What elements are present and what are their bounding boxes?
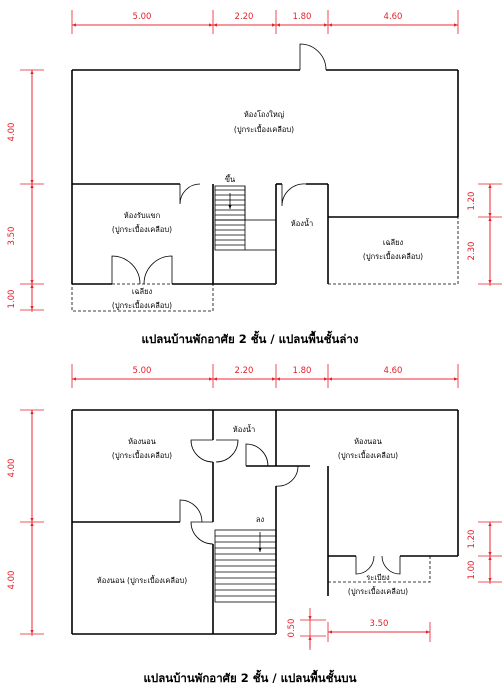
upper-balcony-floor: (ปูกระเบื้องเคลือบ) <box>348 586 408 596</box>
ground-dim-top-2: 2.20 <box>235 12 254 22</box>
ground-top-dimensions: 5.00 2.20 1.80 4.60 <box>71 10 459 34</box>
ground-dim-right-1: 1.20 <box>467 192 477 211</box>
upper-stair-label: ลง <box>256 515 265 524</box>
ground-porch-outline <box>71 283 214 312</box>
ground-dim-left-3: 1.00 <box>7 290 17 309</box>
ground-dim-right-2: 2.30 <box>467 242 477 261</box>
ground-living-name: ห้องโถงใหญ่ <box>244 110 284 119</box>
upper-doors <box>179 439 401 575</box>
upper-balcony-name: ระเบียง <box>366 573 390 582</box>
upper-bed1-name: ห้องนอน <box>128 437 156 446</box>
upper-floor-caption: แปลนบ้านพักอาศัย 2 ชั้น / แปลนพื้นชั้นบน <box>144 669 357 685</box>
upper-top-dimensions: 5.00 2.20 1.80 4.60 <box>71 364 459 388</box>
ground-right-dimensions: 1.20 2.30 <box>467 183 502 286</box>
ground-living-floor: (ปูกระเบื้องเคลือบ) <box>234 124 294 134</box>
ground-guest-floor: (ปูกระเบื้องเคลือบ) <box>112 224 172 234</box>
upper-dim-top-1: 5.00 <box>133 366 152 376</box>
ground-terrace-floor: (ปูกระเบื้องเคลือบ) <box>363 251 423 261</box>
upper-floor-plan: 5.00 2.20 1.80 4.60 4.00 4.00 1.20 1.00 <box>7 364 502 685</box>
upper-bed1-floor: (ปูกระเบื้องเคลือบ) <box>112 450 172 460</box>
upper-left-dimensions: 4.00 4.00 <box>7 409 44 636</box>
upper-dim-right-1: 1.20 <box>467 530 477 549</box>
upper-bed2-name: ห้องนอน <box>354 437 382 446</box>
ground-porch-name: เฉลียง <box>132 287 153 296</box>
ground-porch-floor: (ปูกระเบื้องเคลือบ) <box>112 300 172 310</box>
ground-dim-left-1: 4.00 <box>7 123 17 142</box>
upper-bed2-floor: (ปูกระเบื้องเคลือบ) <box>338 450 398 460</box>
upper-dim-top-3: 1.80 <box>293 366 312 376</box>
ground-dim-top-1: 5.00 <box>133 12 152 22</box>
upper-bath-name: ห้องน้ำ <box>233 424 255 434</box>
upper-dim-bottom-small: 0.50 <box>287 619 297 638</box>
upper-right-dimensions: 1.20 1.00 <box>467 521 502 584</box>
ground-guest-name: ห้องรับแขก <box>124 211 160 220</box>
upper-bottom-dimension: 3.50 <box>327 619 431 642</box>
upper-staircase: ลง <box>214 515 277 603</box>
ground-dim-top-4: 4.60 <box>384 12 403 22</box>
upper-dim-left-1: 4.00 <box>7 459 17 478</box>
ground-stair-label: ขึ้น <box>225 174 235 184</box>
ground-terrace-name: เฉลียง <box>383 238 404 247</box>
ground-dim-top-3: 1.80 <box>293 12 312 22</box>
ground-dim-left-2: 3.50 <box>7 227 17 246</box>
ground-terrace-outline <box>328 217 459 285</box>
ground-floor-plan: 5.00 2.20 1.80 4.60 4.00 3.50 1.00 <box>7 10 502 346</box>
upper-dim-top-4: 4.60 <box>384 366 403 376</box>
ground-left-dimensions: 4.00 3.50 1.00 <box>7 69 44 312</box>
ground-floor-caption: แปลนบ้านพักอาศัย 2 ชั้น / แปลนพื้นชั้นล่… <box>142 330 359 346</box>
ground-walls <box>71 69 459 285</box>
ground-doors <box>111 43 327 285</box>
ground-bath-name: ห้องน้ำ <box>291 218 313 228</box>
upper-dim-top-2: 2.20 <box>235 366 254 376</box>
ground-staircase: ขึ้น <box>214 174 277 251</box>
upper-bottom-small-dimension: 0.50 <box>287 608 326 650</box>
upper-dim-bottom: 3.50 <box>370 619 389 629</box>
upper-bed3-label: ห้องนอน (ปูกระเบื้องเคลือบ) <box>97 575 187 585</box>
upper-dim-right-2: 1.00 <box>467 561 477 580</box>
upper-dim-left-2: 4.00 <box>7 571 17 590</box>
upper-balcony-outline <box>328 556 431 583</box>
